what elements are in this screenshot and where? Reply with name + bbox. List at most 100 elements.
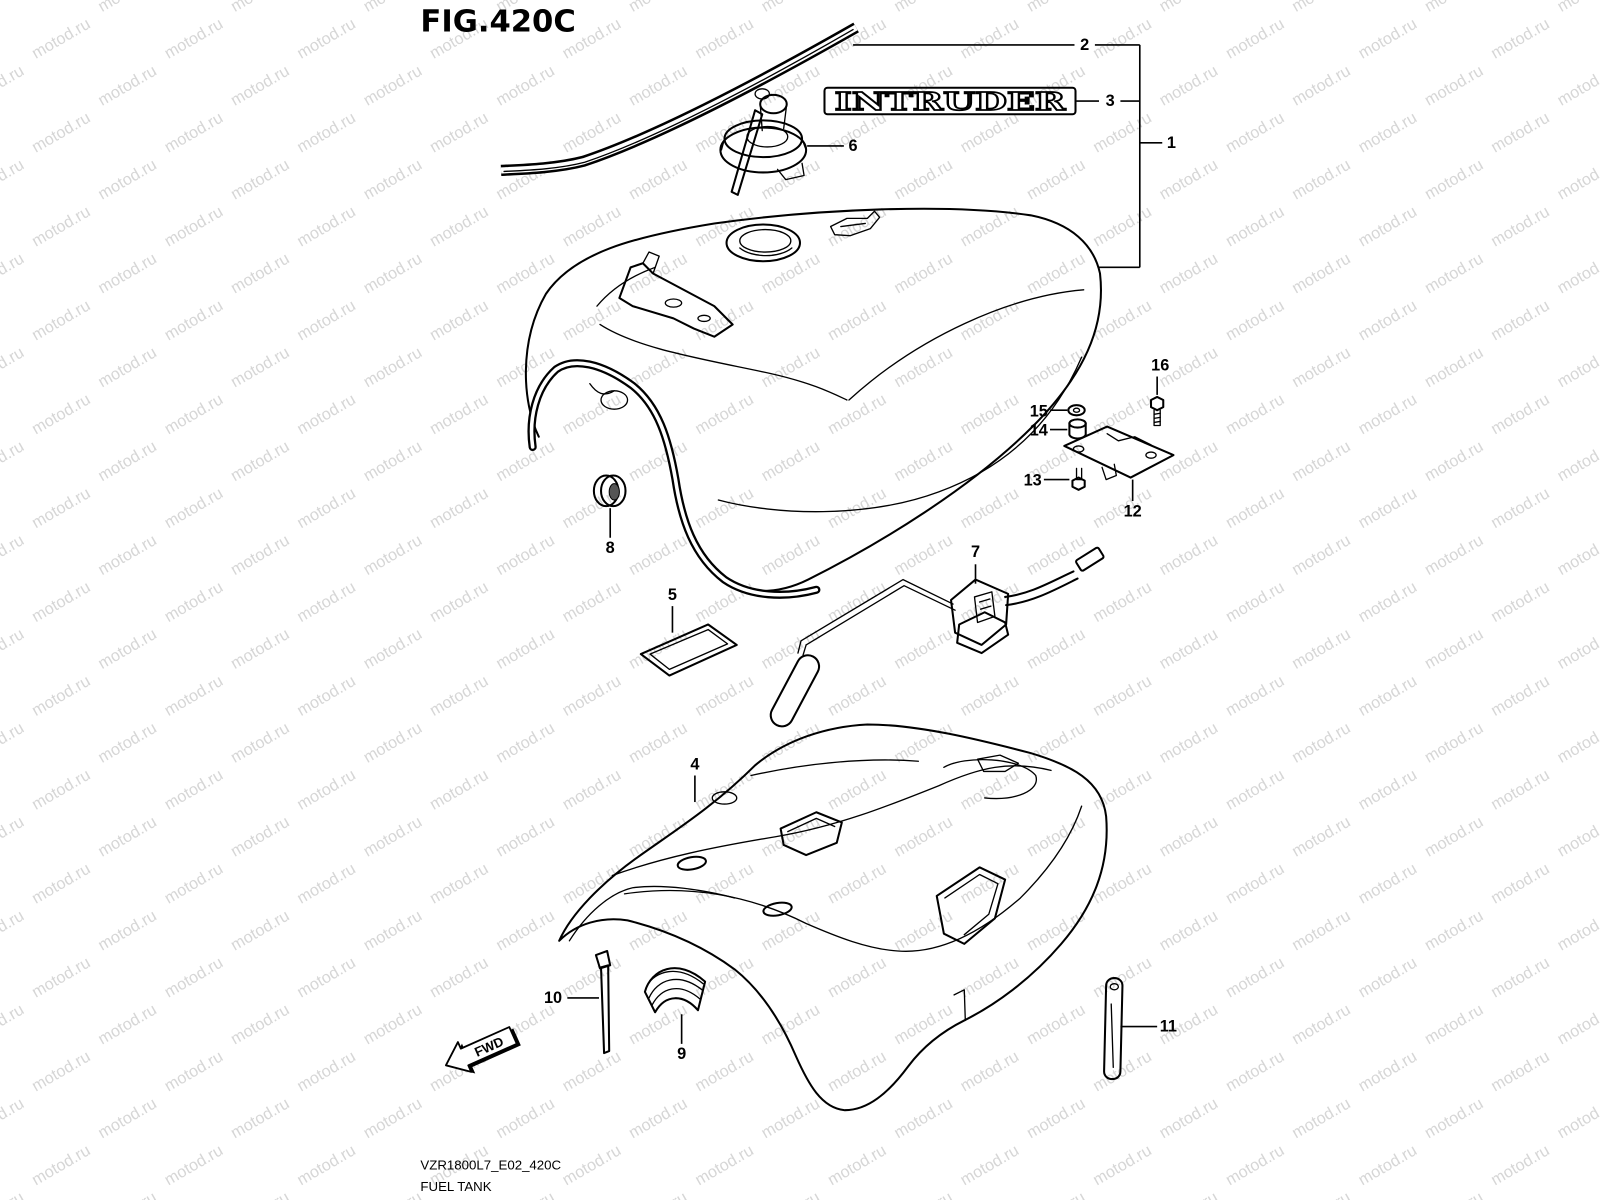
watermark-text: motod.ru (161, 578, 226, 626)
watermark-text: motod.ru (1090, 484, 1155, 532)
callout-13: 13 (1024, 472, 1042, 490)
watermark-text: motod.ru (427, 578, 492, 626)
watermark-text: motod.ru (294, 1141, 359, 1189)
watermark-text: motod.ru (1289, 250, 1354, 298)
fuel-level-sender (769, 546, 1105, 728)
watermark-text: motod.ru (95, 62, 160, 110)
watermark-text: motod.ru (1156, 907, 1221, 955)
watermark-text: motod.ru (1554, 62, 1600, 110)
watermark-text: motod.ru (1422, 250, 1487, 298)
callout-numbers: 1 2 3 4 5 6 7 8 9 10 11 12 13 14 15 16 (544, 36, 1177, 1063)
shield-channel (623, 805, 1083, 952)
watermark-text: motod.ru (161, 860, 226, 908)
watermark-text: motod.ru (228, 437, 293, 485)
watermark-text: motod.ru (1090, 860, 1155, 908)
watermark-text: motod.ru (360, 625, 425, 673)
tank-mount-tab (642, 251, 660, 275)
watermark-text: motod.ru (1156, 625, 1221, 673)
sender-plate (956, 611, 1010, 655)
watermark-text: motod.ru (1223, 1141, 1288, 1189)
watermark-text: motod.ru (95, 531, 160, 579)
watermark-text: motod.ru (95, 0, 160, 16)
watermark-text: motod.ru (1422, 531, 1487, 579)
mount-plate-12-hole (1072, 445, 1085, 453)
grommet-face (600, 474, 627, 508)
watermark-text: motod.ru (559, 1141, 624, 1189)
fuel-cap-key-ring (754, 88, 771, 100)
watermark-text: motod.ru (1554, 0, 1600, 16)
watermark-text: motod.ru (1355, 484, 1420, 532)
watermark-text: motod.ru (228, 813, 293, 861)
watermark-text: motod.ru (0, 1094, 27, 1142)
watermark-text: motod.ru (1289, 1094, 1354, 1142)
watermark-text: motod.ru (1289, 0, 1354, 16)
watermark-text: motod.ru (0, 1188, 27, 1200)
figure-code: VZR1800L7_E02_420C (420, 1157, 561, 1172)
watermark-text: motod.ru (758, 437, 823, 485)
watermark-text: motod.ru (161, 390, 226, 438)
fuel-cap (719, 88, 808, 196)
watermark-text: motod.ru (0, 343, 27, 391)
tank-filler-neck (725, 223, 802, 263)
tank-flank-line (717, 356, 1083, 513)
watermark-text: motod.ru (758, 0, 823, 16)
watermark-text: motod.ru (29, 860, 94, 908)
watermark-text: motod.ru (1024, 813, 1089, 861)
watermark-text: motod.ru (1223, 1048, 1288, 1096)
watermark-text: motod.ru (1156, 0, 1221, 16)
sticker-outline (639, 623, 738, 677)
watermark-text: motod.ru (1422, 1001, 1487, 1049)
rubber-strap (1103, 977, 1158, 1081)
watermark-text: motod.ru (294, 578, 359, 626)
callout-15: 15 (1030, 402, 1048, 420)
watermark-text: motod.ru (1554, 250, 1600, 298)
watermark-text: motod.ru (294, 672, 359, 720)
watermark-text: motod.ru (1223, 860, 1288, 908)
watermark-text: motod.ru (1156, 531, 1221, 579)
warning-label-sticker (639, 606, 738, 677)
watermark-text: motod.ru (1223, 109, 1288, 157)
watermark-text: motod.ru (360, 437, 425, 485)
watermark-text: motod.ru (29, 484, 94, 532)
watermark-text: motod.ru (294, 766, 359, 814)
watermark-text: motod.ru (493, 1188, 558, 1200)
watermark-text: motod.ru (95, 625, 160, 673)
watermark-text: motod.ru (95, 250, 160, 298)
sender-float-arm (797, 578, 954, 654)
watermark-text: motod.ru (427, 954, 492, 1002)
watermark-text: motod.ru (1355, 766, 1420, 814)
watermark-text: motod.ru (626, 625, 691, 673)
tank-rim-trim (529, 361, 819, 597)
emblem-lettering: INTRUDER (835, 87, 1067, 116)
watermark-text: motod.ru (1355, 578, 1420, 626)
watermark-text: motod.ru (1223, 766, 1288, 814)
watermark-text: motod.ru (1488, 954, 1553, 1002)
watermark-text: motod.ru (692, 1141, 757, 1189)
watermark-text: motod.ru (0, 719, 27, 767)
callout-1: 1 (1167, 134, 1176, 152)
watermark-text: motod.ru (1156, 250, 1221, 298)
watermark-text: motod.ru (294, 954, 359, 1002)
watermark-text: motod.ru (692, 672, 757, 720)
watermark-text: motod.ru (1223, 390, 1288, 438)
watermark-text: motod.ru (559, 203, 624, 251)
tank-trim-strip (500, 22, 859, 177)
watermark-text: motod.ru (1488, 15, 1553, 63)
watermark-text: motod.ru (228, 907, 293, 955)
watermark-text: motod.ru (825, 766, 890, 814)
watermark-text: motod.ru (891, 813, 956, 861)
watermark-text: motod.ru (626, 437, 691, 485)
watermark-text: motod.ru (228, 343, 293, 391)
watermark-text: motod.ru (95, 343, 160, 391)
watermark-text: motod.ru (1223, 954, 1288, 1002)
watermark-text: motod.ru (825, 390, 890, 438)
watermark-text: motod.ru (758, 1094, 823, 1142)
watermark-text: motod.ru (360, 343, 425, 391)
watermark-text: motod.ru (360, 1094, 425, 1142)
watermark-text: motod.ru (29, 672, 94, 720)
watermark-text: motod.ru (294, 203, 359, 251)
watermark-text: motod.ru (161, 672, 226, 720)
washer-15 (1067, 404, 1086, 417)
watermark-text: motod.ru (626, 156, 691, 204)
fuel-cap-tab (776, 162, 805, 181)
